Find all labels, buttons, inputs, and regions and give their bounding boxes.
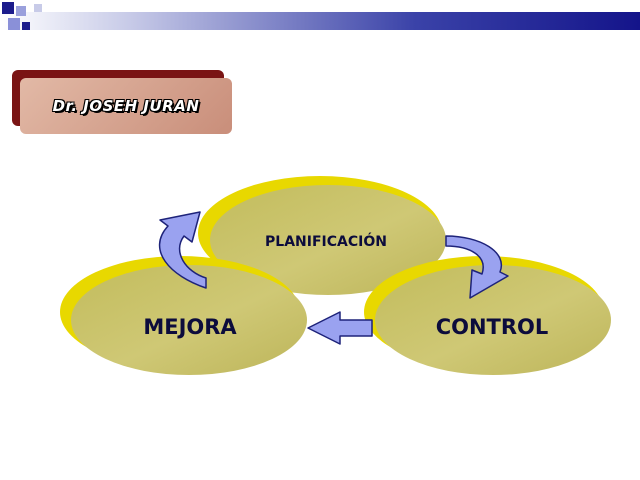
planificacion-oval — [210, 185, 446, 295]
header-gradient-bar — [0, 12, 640, 30]
mejora-node: MEJORA — [60, 256, 307, 375]
arrow-control-to-mejora — [307, 311, 373, 345]
decor-square — [22, 22, 30, 30]
control-oval — [375, 265, 611, 375]
decor-square — [34, 4, 42, 12]
planificacion-label: PLANIFICACIÓN — [265, 232, 387, 250]
decor-square — [8, 18, 20, 30]
control-node: CONTROL — [364, 256, 611, 375]
control-label: CONTROL — [436, 315, 549, 339]
mejora-label: MEJORA — [143, 315, 237, 339]
arrow-planificacion-to-control — [445, 235, 509, 299]
decor-square — [2, 2, 14, 14]
mejora-oval — [71, 265, 307, 375]
arrow-mejora-to-planificacion — [158, 211, 207, 289]
title-box-face: Dr. JOSEH JURAN — [20, 78, 232, 134]
title-box: Dr. JOSEH JURAN — [12, 70, 232, 134]
planificacion-node: PLANIFICACIÓN — [198, 176, 446, 295]
decor-square — [16, 6, 26, 16]
header-decoration — [0, 0, 640, 40]
title-text: Dr. JOSEH JURAN — [52, 97, 200, 115]
